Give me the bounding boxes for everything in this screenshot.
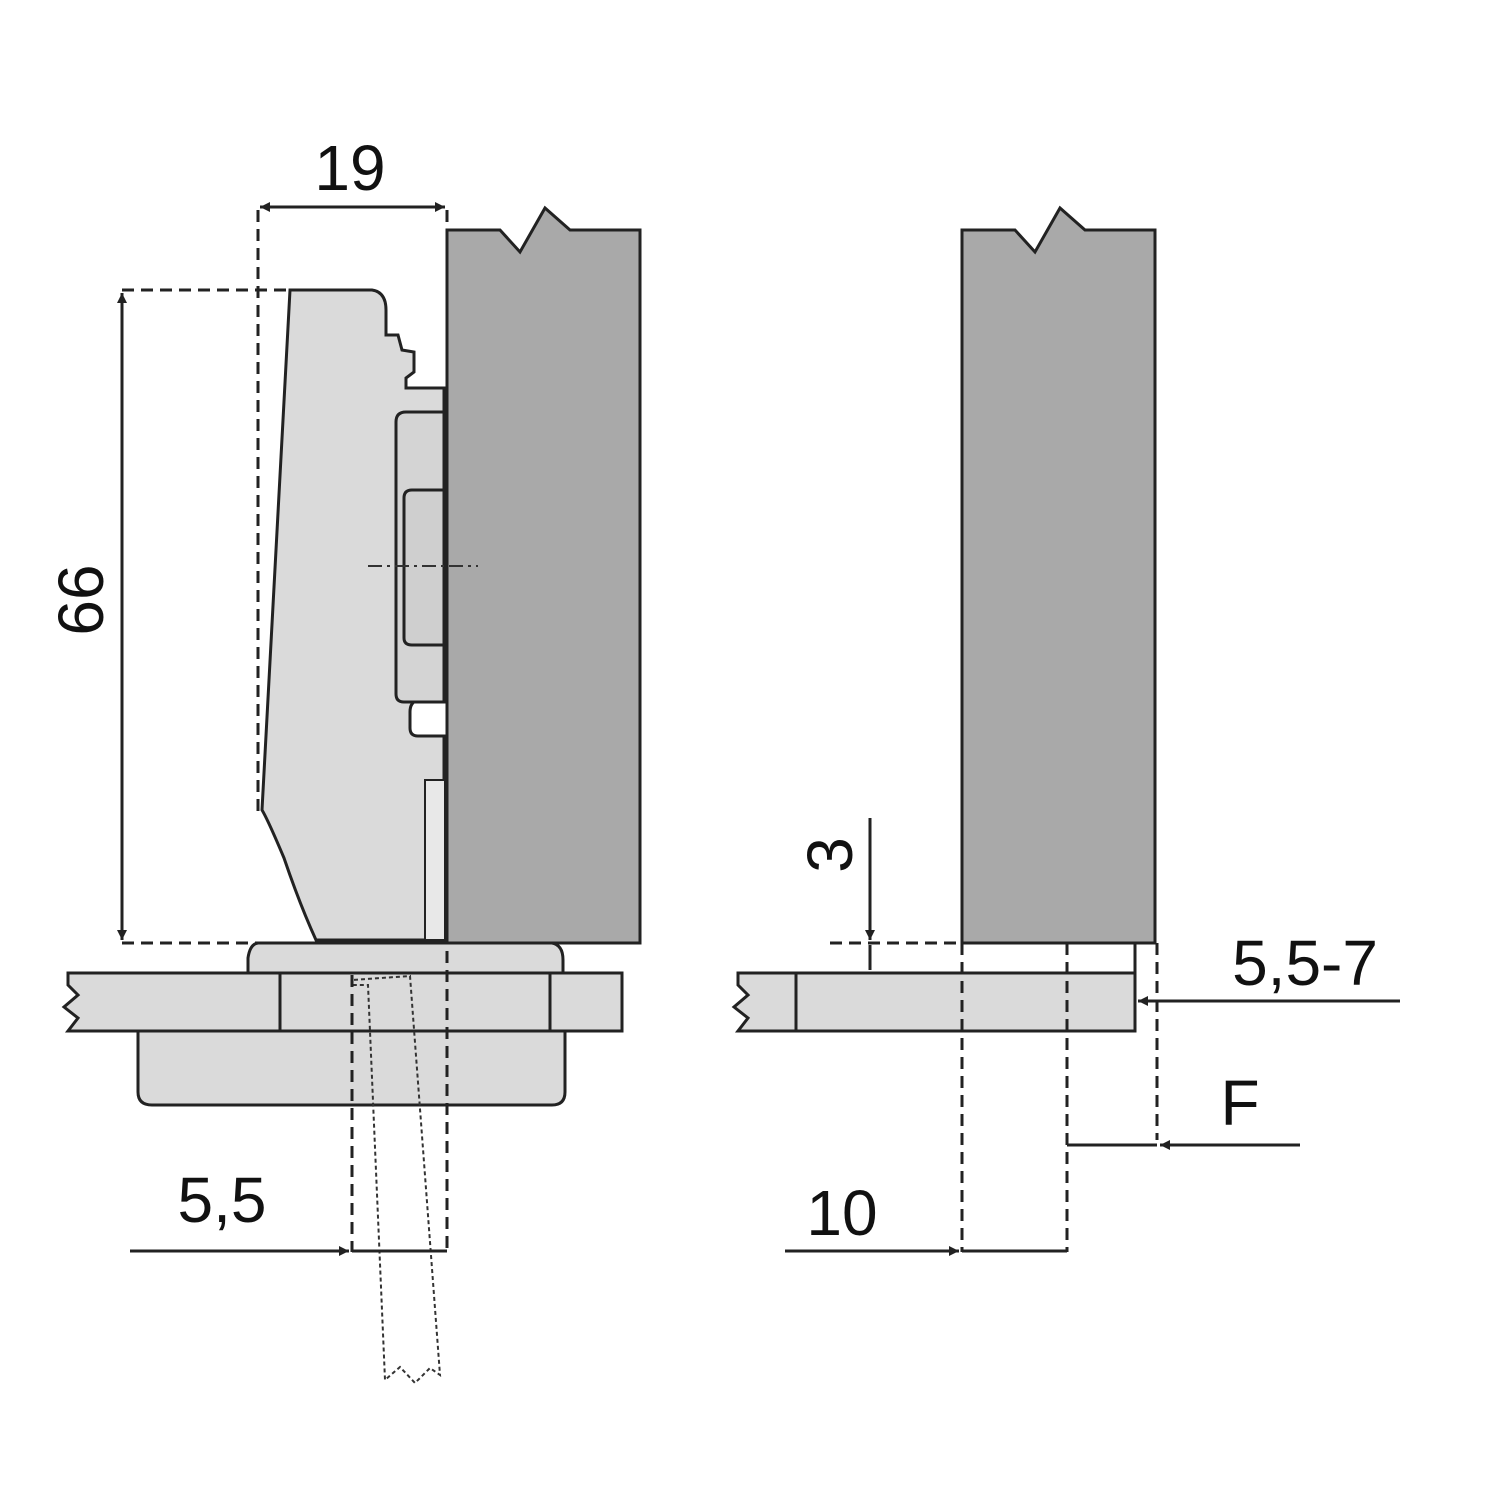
dim-19-label: 19: [314, 132, 385, 204]
left-construction-lines: [122, 210, 449, 1252]
left-cabinet-panel: [445, 205, 642, 945]
hinge-arm-slot-inner: [402, 488, 446, 647]
dim-10-label: 10: [806, 1177, 877, 1249]
right-door-panel: [731, 971, 1137, 1033]
left-view: 19 66 5,5: [45, 132, 642, 1385]
hinge-cup-body: [136, 1029, 567, 1107]
dim-5-5-label: 5,5: [178, 1164, 267, 1236]
hinge-cup-flange: [246, 941, 565, 975]
dim-3-label: 3: [794, 837, 866, 873]
mounting-plate-edge: [424, 779, 446, 941]
right-construction-lines: [830, 941, 1159, 1252]
right-cabinet-panel: [960, 205, 1157, 945]
dim-66-label: 66: [45, 564, 117, 635]
right-view: 3 5,5-7 F 10: [731, 205, 1400, 1256]
open-door-outline: [351, 974, 442, 1385]
dim-5-5-7-label: 5,5-7: [1232, 927, 1378, 999]
dim-F-label: F: [1220, 1067, 1259, 1139]
left-door-panel: [61, 971, 624, 1033]
